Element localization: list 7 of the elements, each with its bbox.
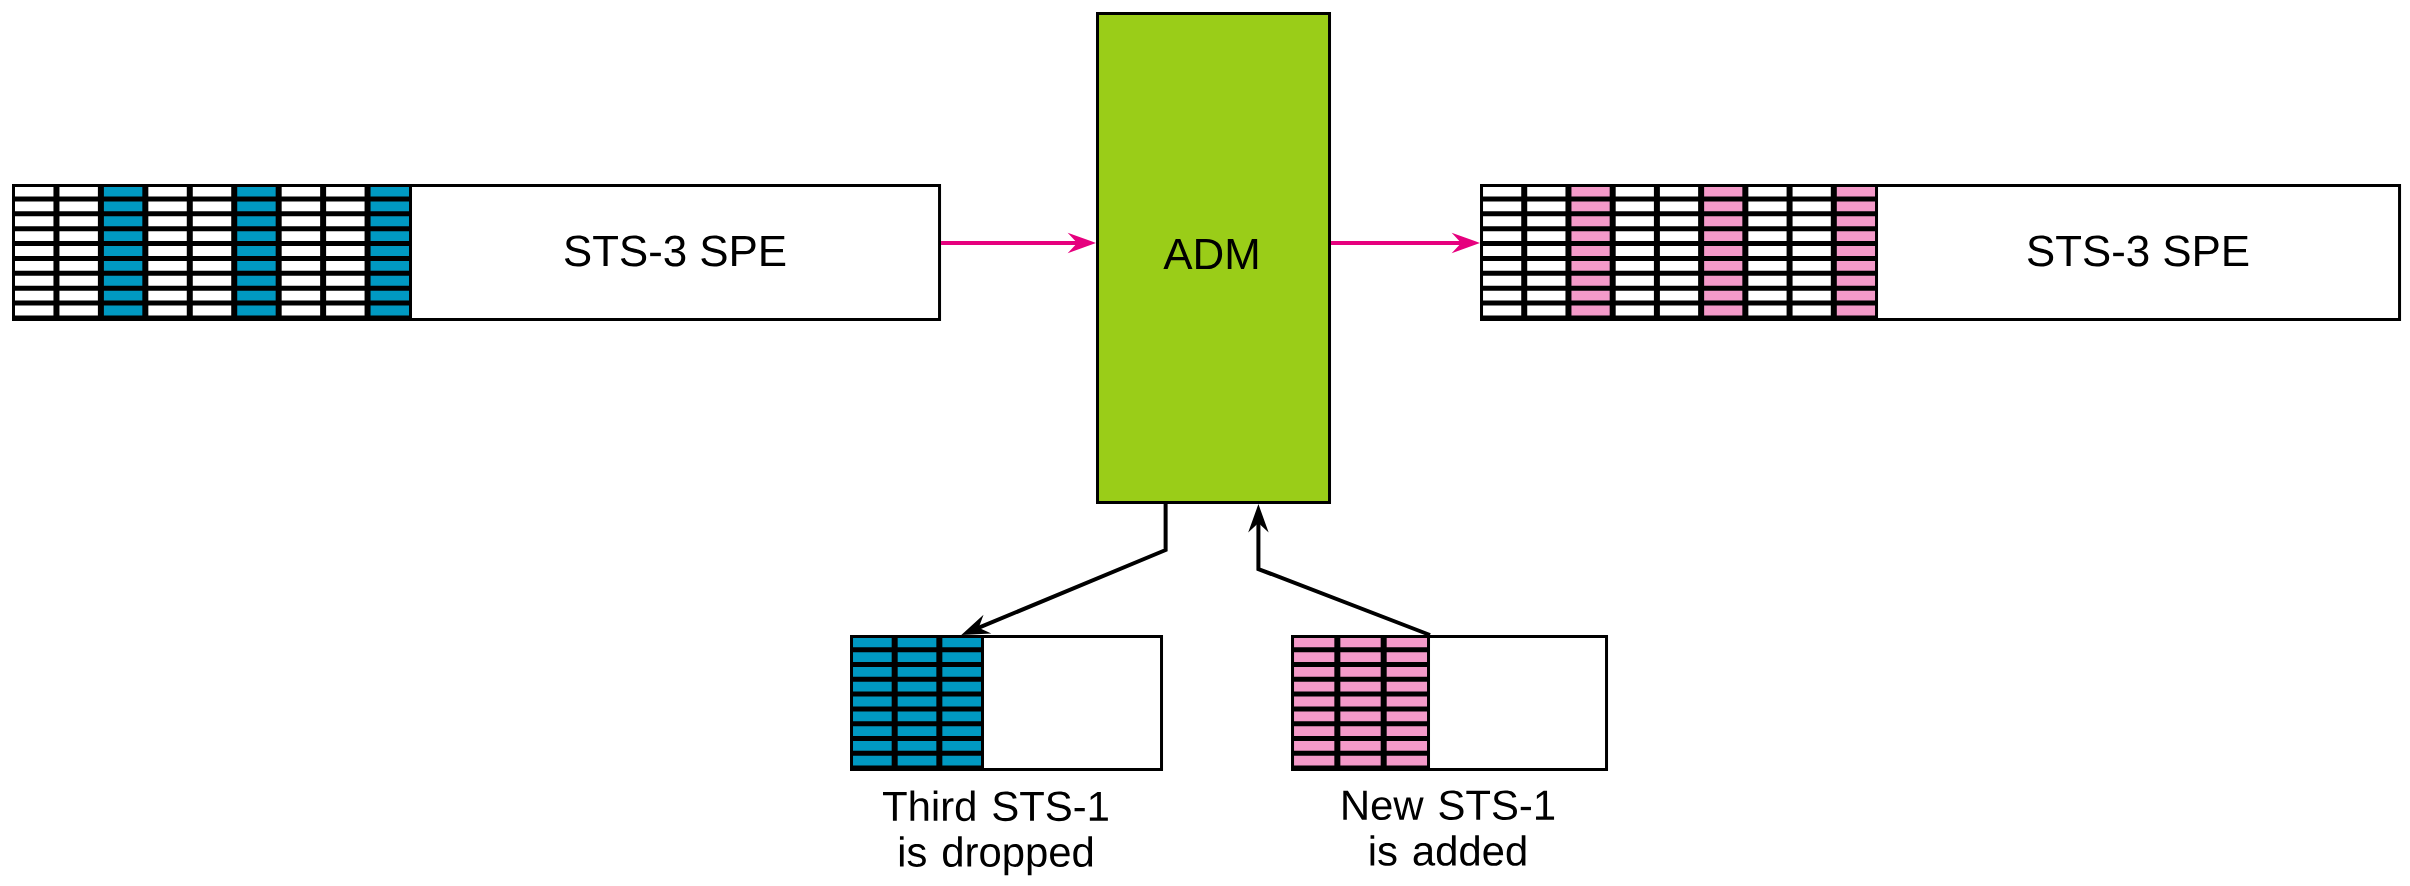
node-label: New STS-1 is added [1343, 790, 1555, 866]
node-label: Third STS-1 is dropped [883, 790, 1108, 876]
node-label: STS-3 SPE [2027, 235, 2249, 267]
node-label: ADM [1163, 238, 1258, 270]
frame-drawing [1291, 635, 1608, 771]
node-label: STS-3 SPE [564, 235, 786, 267]
frame-drawing [850, 635, 1163, 771]
